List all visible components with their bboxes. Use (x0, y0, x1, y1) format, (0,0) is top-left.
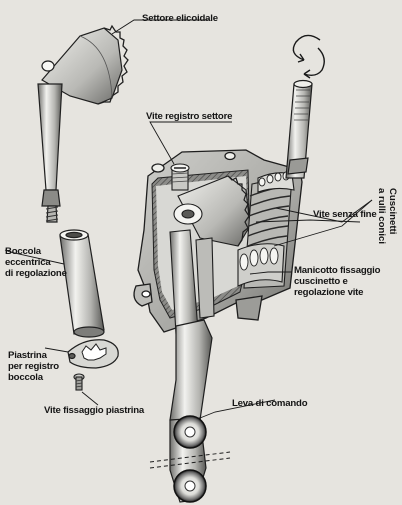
plate-fixing-screw (73, 373, 85, 391)
leader-lines (4, 19, 373, 419)
eccentric-bush (59, 229, 105, 338)
input-shaft (285, 79, 313, 179)
label-vite-fissaggio-piastrina: Vite fissaggio piastrina (44, 405, 145, 416)
label-settore-elicoidale: Settore elicoidale (142, 13, 218, 24)
label-leva-di-comando: Leva di comando (232, 398, 308, 409)
adjusting-plate (67, 339, 119, 369)
label-vite-senza-fine: Vite senza fine (313, 209, 377, 220)
label-manicotto: Manicotto fissaggio cuscinetto e regolaz… (294, 265, 381, 298)
label-vite-registro-settore: Vite registro settore (146, 111, 233, 122)
label-piastrina: Piastrina per registro boccola (8, 350, 59, 383)
vertical-shaft-in-housing (169, 229, 215, 335)
sector-shaft (37, 24, 129, 223)
worm-screw (237, 171, 295, 289)
label-cuscinetti: Cuscinetti a rulli conici (376, 188, 398, 244)
label-boccola: Boccola eccentrica di regolazione (5, 246, 67, 279)
sector-in-housing (173, 175, 251, 247)
pitman-arm-eyes (173, 415, 207, 503)
rotation-arrow-icon (292, 34, 325, 79)
sector-adjusting-screw (170, 163, 190, 191)
